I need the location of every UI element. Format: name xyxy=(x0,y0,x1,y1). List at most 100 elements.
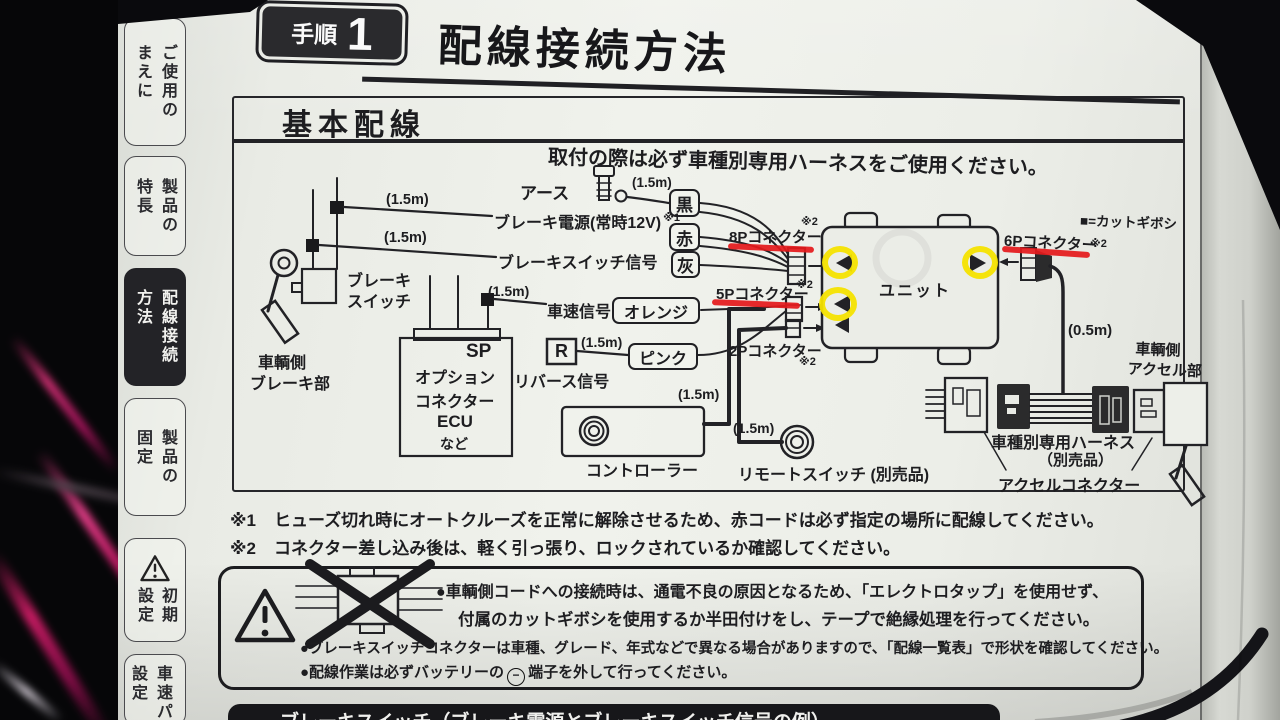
unit-label: ユニット xyxy=(879,283,952,300)
marker-circle-6p-port xyxy=(962,246,998,279)
unit-box-icon xyxy=(820,211,1000,366)
connector-8p-label: 8Pコネクター xyxy=(729,226,822,247)
caution-bullet1-line1: ●車輌側コードへの接続時は、通電不良の原因となるため、「エレクトロタップ」を使用… xyxy=(436,584,1109,601)
marker-circle-8p-port xyxy=(822,246,858,279)
caution-bullet1-line2: 付属のカットギボシを使用するか半田付けをし、テープで絶縁処理を行ってください。 xyxy=(458,611,1100,629)
sidebar-tab-fixing: 製品の固定 xyxy=(124,398,186,516)
next-section-bar-text: ブレーキスイッチ（ブレーキ電源とブレーキスイッチ信号の例） xyxy=(280,707,830,720)
wire-color-orange: オレンジ xyxy=(612,297,700,324)
minus-terminal-icon: − xyxy=(507,668,526,686)
wire-color-pink: ピンク xyxy=(628,343,698,370)
vehicle-brake-line2: ブレーキ部 xyxy=(250,376,331,393)
connector-8p-text: 8Pコネクター xyxy=(729,229,822,246)
no-electro-tap-icon xyxy=(295,559,443,649)
caution-bullet3: ●配線作業は必ずバッテリーの−端子を外して行ってください。 xyxy=(300,661,736,686)
remote-switch-cable xyxy=(737,326,788,444)
wire-color-red: 赤 xyxy=(669,223,700,251)
section-heading: 基本配線 xyxy=(282,109,426,142)
ref2-mark: ※2 xyxy=(1090,238,1107,250)
brake-power-label: ブレーキ電源(常時12V)※1 xyxy=(494,209,680,233)
brake-switch-signal-label: ブレーキスイッチ信号 xyxy=(498,255,658,272)
footnote-1-mark: ※1 xyxy=(230,511,256,530)
remote-switch-icon xyxy=(779,424,815,460)
accel-pedal-icon xyxy=(1168,444,1206,507)
tab-label: 製品の xyxy=(159,177,176,235)
length-label: (1.5m) xyxy=(581,334,623,350)
vehicle-brake-line1: 車輌側 xyxy=(258,355,307,372)
length-label: (1.5m) xyxy=(678,386,720,402)
caution-bullet2: ●ブレーキスイッチコネクターは車種、グレード、年式などで異なる場合がありますので… xyxy=(300,641,1169,657)
sp-ecu-box-icon xyxy=(398,275,514,458)
ref2-mark: ※2 xyxy=(801,216,818,228)
tab-label: 方法 xyxy=(134,289,151,327)
remote-switch-label: リモートスイッチ (別売品) xyxy=(738,467,930,484)
controller-box-icon xyxy=(560,405,706,458)
caution-bullet3-pre: ●配線作業は必ずバッテリーの xyxy=(300,664,505,681)
tab-label: ご使用の xyxy=(159,44,176,120)
connector-5p-text: 5Pコネクター xyxy=(716,286,809,303)
basic-wiring-box xyxy=(232,96,1185,492)
reverse-signal-label: リバース信号 xyxy=(514,374,610,391)
vehicle-brake-label: 車輌側ブレーキ部 xyxy=(250,353,330,395)
brake-pedal-icon xyxy=(260,248,300,345)
next-section-bar: ブレーキスイッチ（ブレーキ電源とブレーキスイッチ信号の例） xyxy=(228,704,1000,720)
sidebar-tab-features: 製品の特長 xyxy=(124,156,186,256)
connector-2p-icon xyxy=(784,318,802,339)
sidebar-tab-speed-pulse: 車速パ設定 xyxy=(124,654,186,720)
tab-label: 配線接続 xyxy=(159,289,176,365)
sidebar-tab-wiring-active: 配線接続方法 xyxy=(124,268,186,386)
length-label: (0.5m) xyxy=(1068,322,1113,339)
accel-harness-assembly xyxy=(925,376,1209,471)
brake-switch-box-icon xyxy=(291,267,338,305)
sp-etc-label: など xyxy=(440,436,468,452)
cut-giboshi-square xyxy=(330,201,344,214)
length-label: (1.5m) xyxy=(386,192,429,208)
footnote-1: ※1 ヒューズ切れ時にオートクルーズを正常に解除させるため、赤コードは必ず指定の場… xyxy=(230,506,1104,531)
accel-connector-label: アクセルコネクター xyxy=(998,478,1141,495)
marker-circle-5p-port xyxy=(819,287,857,321)
arrow-left-icon xyxy=(999,258,1008,266)
connector-5p-label: 5Pコネクター xyxy=(716,283,809,304)
caution-box xyxy=(218,566,1144,690)
length-label: (1.5m) xyxy=(632,175,672,190)
tab-label: 特長 xyxy=(134,177,151,216)
arrow-right-icon xyxy=(816,324,825,332)
sp-connector-label: コネクター xyxy=(415,394,495,411)
reverse-r-box xyxy=(545,337,578,366)
sp-ecu-label: ECU xyxy=(437,412,473,431)
ref2-mark: ※2 xyxy=(799,356,816,368)
tab-label: まえに xyxy=(134,44,151,101)
sp-option-label: オプション xyxy=(415,370,496,387)
brake-power-text: ブレーキ電源(常時12V) xyxy=(494,215,662,232)
length-label: (1.5m) xyxy=(488,283,530,299)
harness-cable xyxy=(1048,264,1065,395)
wire-color-gray: 灰 xyxy=(671,251,700,278)
brake-switch-label: ブレーキスイッチ xyxy=(347,271,411,313)
earth-bolt-icon xyxy=(593,165,671,205)
brake-switch-line1: ブレーキ xyxy=(347,273,412,290)
warning-triangle-icon xyxy=(140,555,170,587)
ref1-mark: ※1 xyxy=(663,212,680,224)
speed-signal-label: 車速信号 xyxy=(547,304,612,321)
brake-switch-line2: スイッチ xyxy=(347,294,412,311)
controller-cable xyxy=(702,307,766,426)
section-rule xyxy=(234,139,1183,143)
tab-label: 設定 xyxy=(135,587,152,625)
caution-bullet3-post: 端子を外して行ってください。 xyxy=(528,664,737,681)
connector-2p-text: 2Pコネクター xyxy=(729,343,822,360)
tab-label: 固定 xyxy=(134,428,151,467)
footnote-1-text: ヒューズ切れ時にオートクルーズを正常に解除させるため、赤コードは必ず指定の場所に… xyxy=(273,511,1104,530)
wire-color-black: 黒 xyxy=(669,189,700,217)
sp-label: SP xyxy=(466,341,492,362)
sidebar-tab-initial-setup: 初期設定 xyxy=(124,538,186,642)
harness-label: 車種別専用ハーネス xyxy=(991,435,1136,452)
length-label: (1.5m) xyxy=(384,230,427,246)
tab-label: 車速パ xyxy=(154,664,171,720)
cut-giboshi-square xyxy=(481,293,494,306)
harness-sold-separately: （別売品） xyxy=(1038,452,1114,469)
connector-2p-label: 2Pコネクター xyxy=(729,340,822,361)
